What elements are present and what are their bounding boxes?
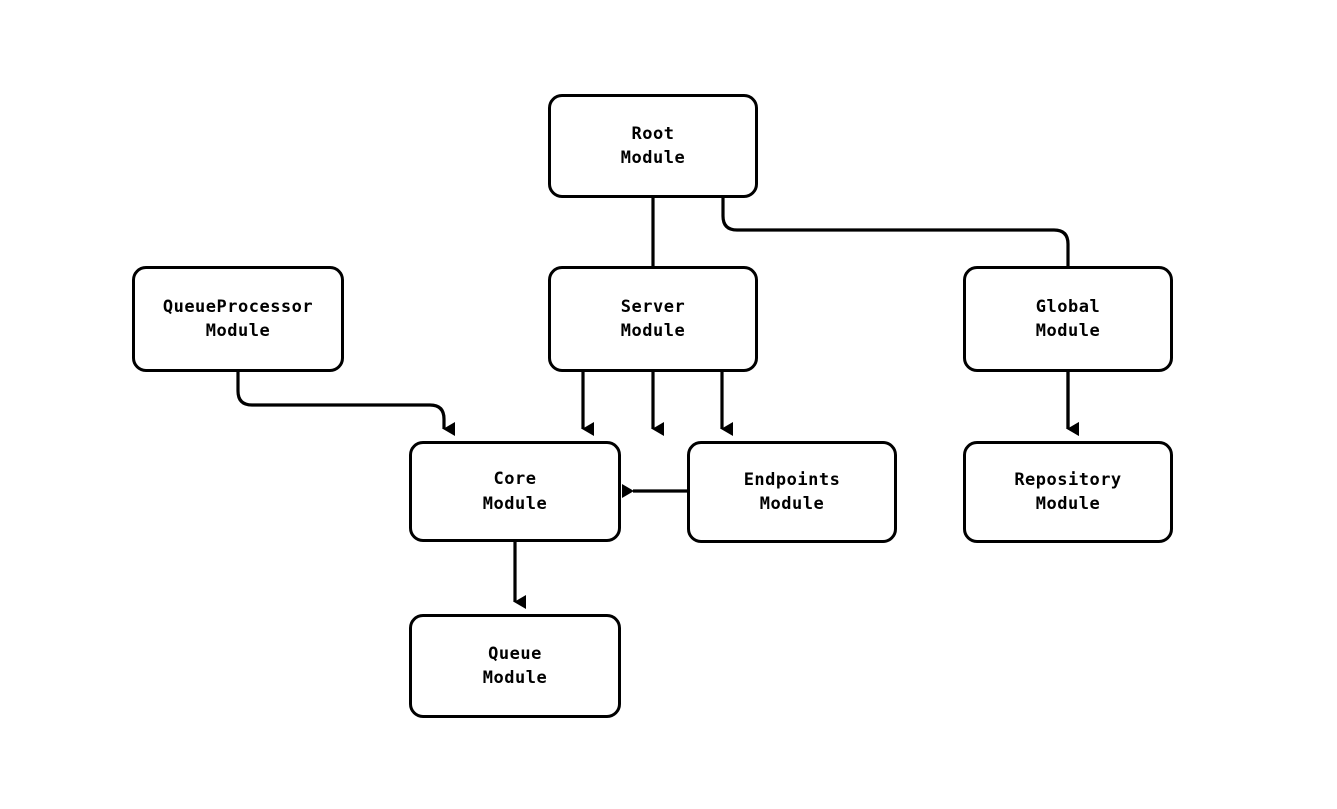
node-server-module[interactable]: Server Module xyxy=(548,266,758,372)
node-root-module[interactable]: Root Module xyxy=(548,94,758,198)
node-repository-module-label: Repository Module xyxy=(1014,469,1122,514)
node-server-module-label: Server Module xyxy=(620,296,686,341)
edge-queueprocessor-core xyxy=(236,372,455,436)
node-core-module[interactable]: Core Module xyxy=(409,441,621,542)
node-global-module[interactable]: Global Module xyxy=(963,266,1173,372)
node-queue-module-label: Queue Module xyxy=(482,643,548,688)
node-core-module-label: Core Module xyxy=(482,469,548,514)
node-repository-module[interactable]: Repository Module xyxy=(963,441,1173,543)
node-queueprocessor-module-label: QueueProcessor Module xyxy=(162,296,314,341)
node-global-module-label: Global Module xyxy=(1035,296,1101,341)
node-queue-module[interactable]: Queue Module xyxy=(409,614,621,718)
node-endpoints-module[interactable]: Endpoints Module xyxy=(687,441,897,543)
node-endpoints-module-label: Endpoints Module xyxy=(743,469,841,514)
node-root-module-label: Root Module xyxy=(620,123,686,168)
node-queueprocessor-module[interactable]: QueueProcessor Module xyxy=(132,266,344,372)
